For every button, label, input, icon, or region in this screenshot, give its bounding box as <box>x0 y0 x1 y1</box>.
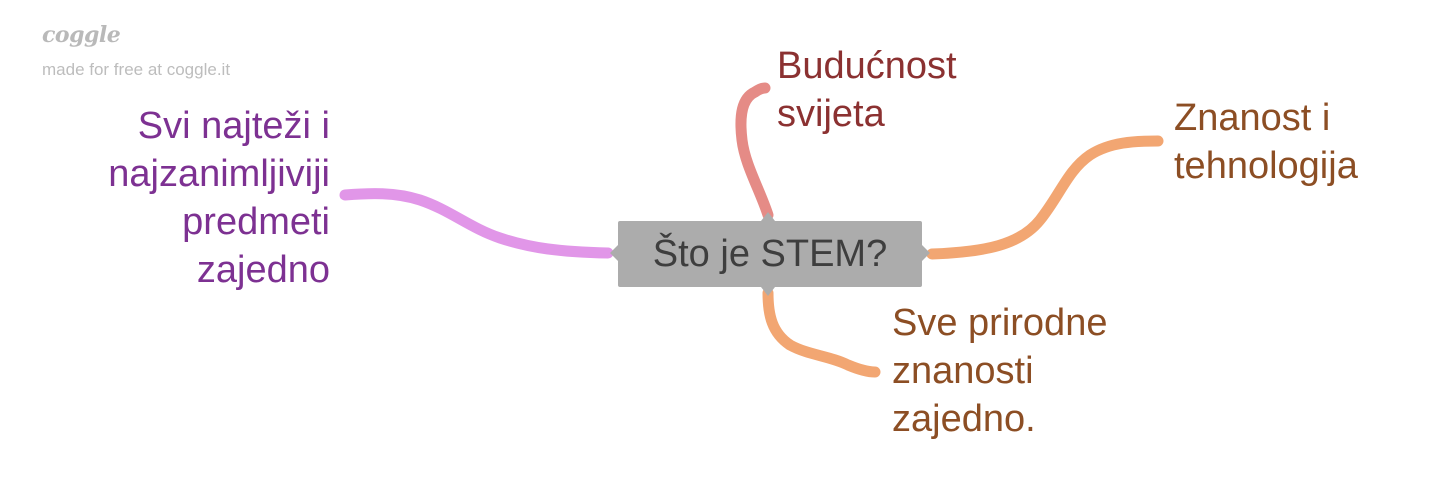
branch-node-right[interactable]: Znanost i tehnologija <box>1174 97 1358 187</box>
coggle-logo: coggle <box>42 22 121 48</box>
branch-line-bottom-tip <box>873 367 880 377</box>
central-notch-right <box>922 245 930 261</box>
central-notch-top <box>761 212 775 221</box>
branch-line-top <box>735 82 774 221</box>
central-notch-left <box>610 245 618 261</box>
branch-node-bottom[interactable]: Sve prirodne znanosti zajedno. <box>892 302 1108 440</box>
branch-node-top[interactable]: Budućnost svijeta <box>777 45 957 135</box>
central-topic-label: Što je STEM? <box>652 232 888 275</box>
branch-line-right-tip <box>1156 136 1162 146</box>
branch-line-left <box>339 188 614 259</box>
branch-node-left[interactable]: Svi najteži i najzanimljiviji predmeti z… <box>108 105 330 291</box>
central-notch-bottom <box>761 287 775 296</box>
coggle-tagline: made for free at coggle.it <box>42 60 231 79</box>
branch-line-bottom <box>762 287 881 378</box>
central-topic-node[interactable]: Što je STEM? <box>618 221 922 287</box>
coggle-branding: coggle made for free at coggle.it <box>42 22 230 80</box>
branch-line-right <box>926 135 1164 260</box>
